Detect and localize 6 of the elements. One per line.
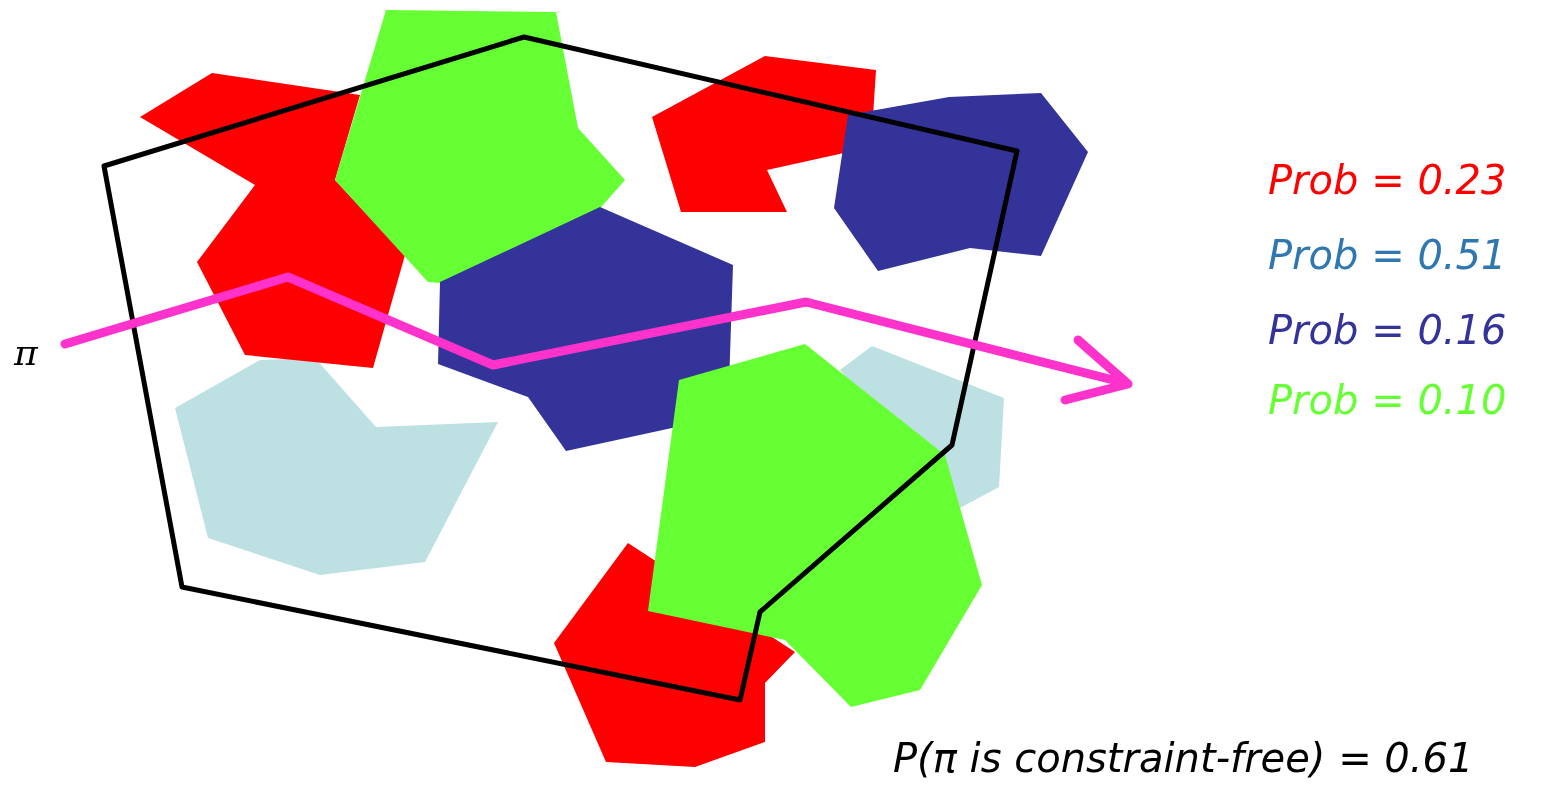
probability-label: Prob = 0.10 <box>1268 380 1507 420</box>
probability-label: Prob = 0.23 <box>1268 160 1507 200</box>
probability-label: Prob = 0.51 <box>1268 235 1507 275</box>
result-label: P(π is constraint-free) = 0.61 <box>893 738 1474 778</box>
probability-label: Prob = 0.16 <box>1268 310 1507 350</box>
path-symbol: π <box>14 335 38 371</box>
